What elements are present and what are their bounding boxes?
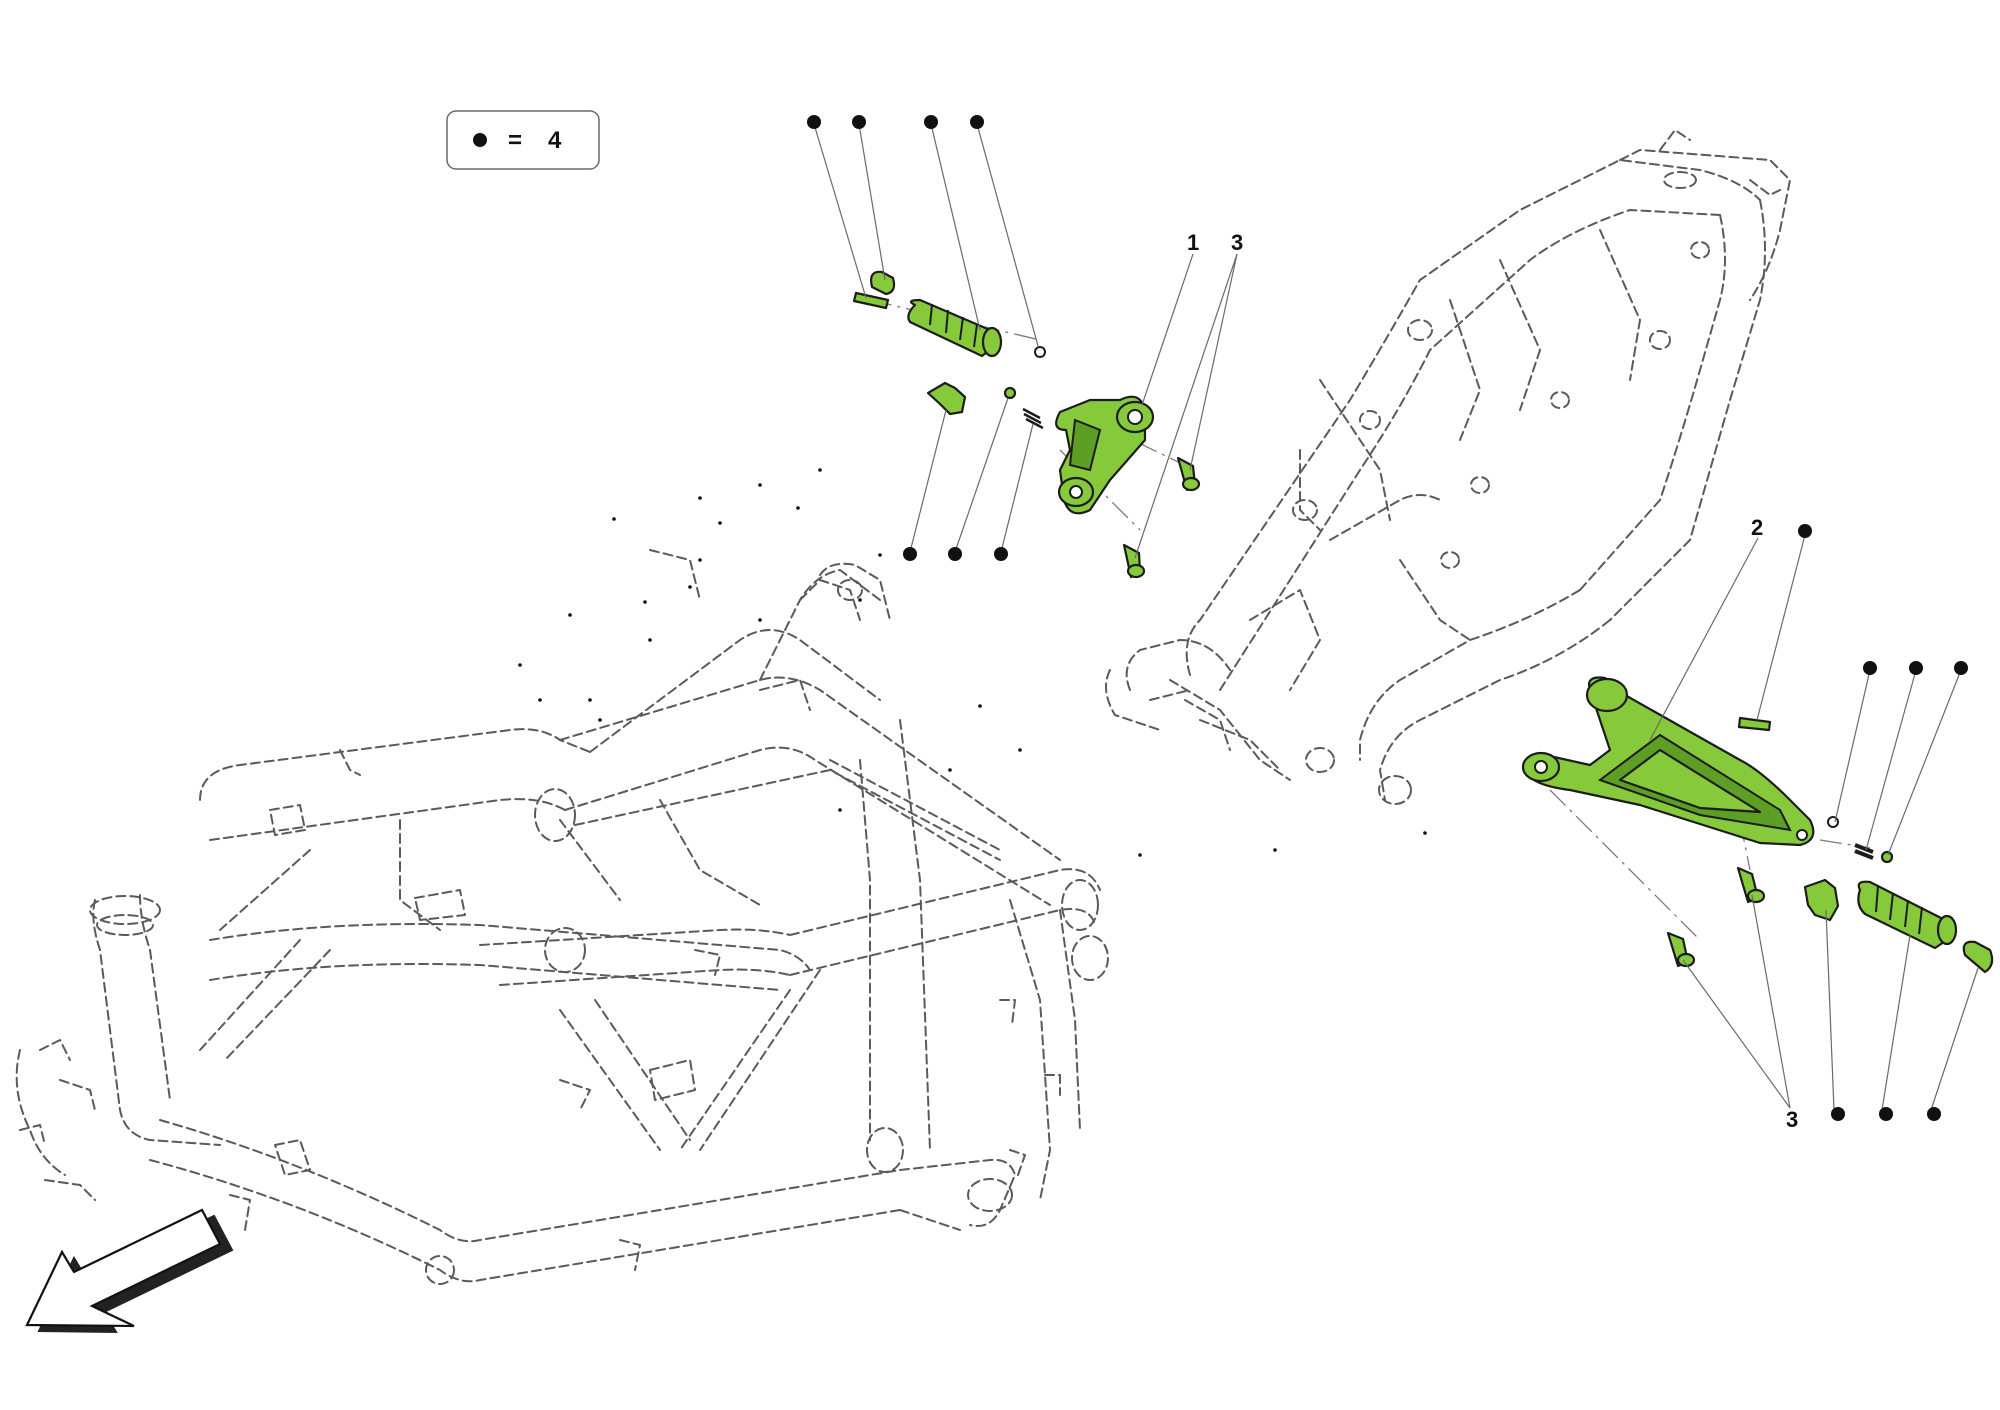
legend-equals: = [508, 127, 522, 154]
filled-dot-icon [1879, 1107, 1893, 1121]
left-footrest-group [852, 270, 1201, 579]
filled-dot-icon [1954, 661, 1968, 675]
left-ball [1003, 386, 1017, 400]
main-frame [15, 549, 1109, 1285]
callout-1: 1 [1187, 230, 1199, 255]
filled-dot-icon [970, 115, 984, 129]
callout-3-upper: 3 [1231, 230, 1243, 255]
right-clip [1803, 878, 1840, 922]
left-pin [852, 291, 890, 310]
callout-2: 2 [1751, 515, 1763, 540]
right-ball [1880, 850, 1894, 864]
filled-dot-icon [924, 115, 938, 129]
footrest-bracket-2 [1521, 676, 1815, 847]
arrow-down-left-icon [25, 1208, 234, 1334]
filled-dot-icon [1798, 524, 1812, 538]
filled-dot-icon [903, 547, 917, 561]
legend-dot-icon [473, 133, 487, 147]
footrest-bracket-1 [1055, 395, 1155, 515]
legend-box: = 4 [446, 110, 600, 170]
leader-lines [813, 123, 1979, 1111]
callout-numbers: 1 3 2 3 [1187, 230, 1798, 1132]
legend-value: 4 [548, 127, 562, 154]
filled-dot-icon [948, 547, 962, 561]
right-circlip [1827, 816, 1839, 828]
left-circlip [1034, 346, 1046, 358]
filled-dot-icon [807, 115, 821, 129]
filled-dot-icon [1927, 1107, 1941, 1121]
kit-marker-dots [807, 115, 1968, 1121]
right-cap [1962, 940, 1994, 974]
right-footrest-group [1521, 676, 1994, 974]
left-cap [870, 270, 896, 296]
right-spring [1854, 843, 1874, 860]
filled-dot-icon [852, 115, 866, 129]
filled-dot-icon [1831, 1107, 1845, 1121]
left-footpeg [907, 298, 1003, 358]
rear-subframe [1105, 129, 1791, 805]
left-spring [1022, 407, 1044, 430]
filled-dot-icon [1863, 661, 1877, 675]
filled-dot-icon [1909, 661, 1923, 675]
left-clip [926, 381, 967, 416]
filled-dot-icon [994, 547, 1008, 561]
right-pin [1737, 716, 1772, 732]
right-footpeg [1857, 880, 1958, 950]
callout-3-lower: 3 [1786, 1107, 1798, 1132]
scatter-markers [518, 468, 1427, 857]
